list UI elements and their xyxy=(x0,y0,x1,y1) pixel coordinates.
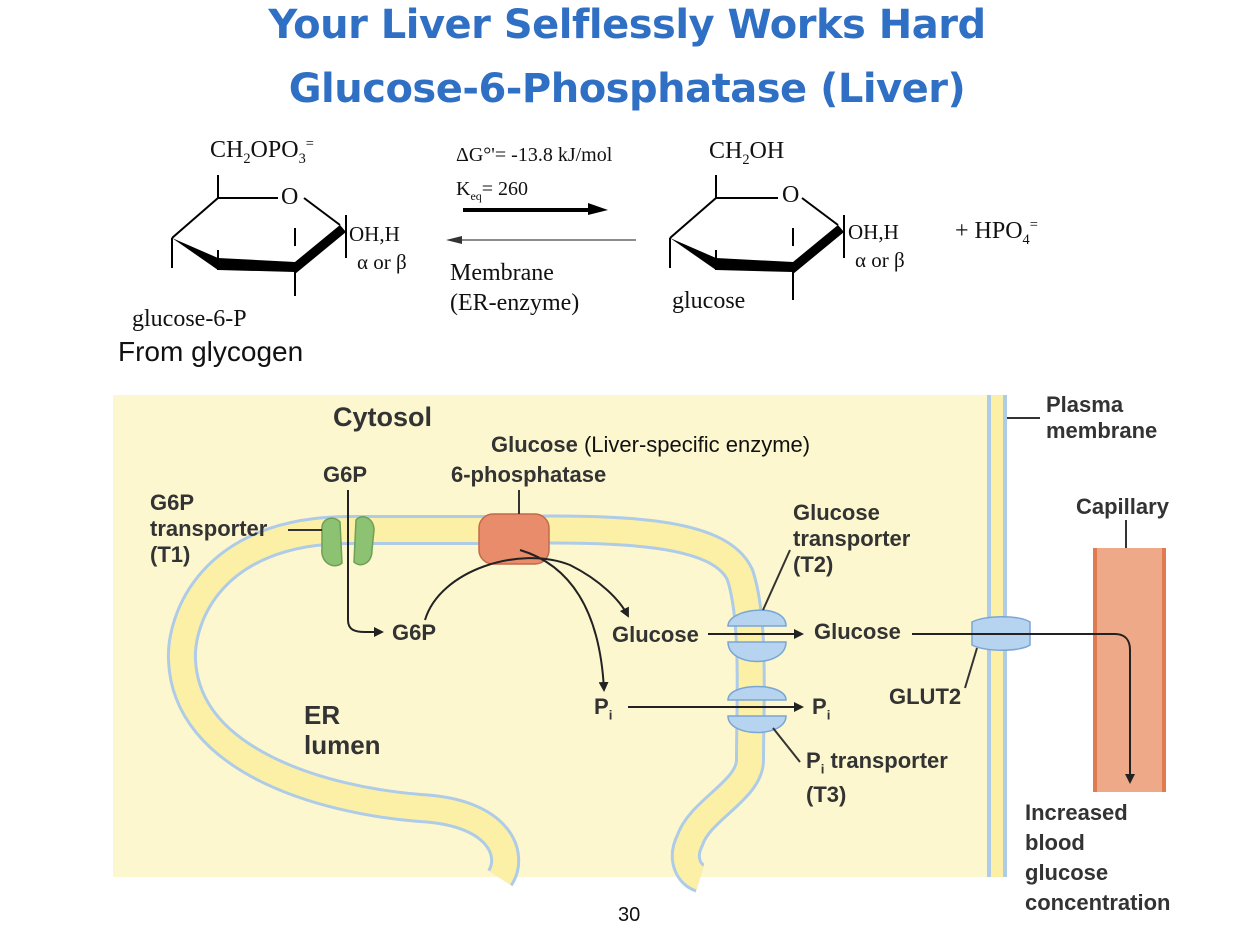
g6p-cytosol-label: G6P xyxy=(323,462,368,487)
membrane-note-2: (ER-enzyme) xyxy=(450,290,580,316)
glut2-label: GLUT2 xyxy=(889,684,962,709)
enzyme-note: (Liver-specific enzyme) xyxy=(583,432,811,457)
forward-arrow xyxy=(463,203,608,215)
pi-transporter-t3 xyxy=(727,685,801,763)
page-number: 30 xyxy=(618,904,641,926)
title-line-2: Glucose-6-Phosphatase (Liver) xyxy=(288,66,966,112)
product-anomeric: OH,H xyxy=(848,220,899,244)
reactant-group: CH2OPO3= xyxy=(210,136,314,167)
product-anomer-form: α or β xyxy=(855,248,905,272)
pi-cytosol-label: Pi xyxy=(812,694,831,723)
pi-transporter-label: Pi transporter(T3) xyxy=(806,748,948,808)
reverse-arrow xyxy=(446,236,636,244)
glucose-cytosol-label: Glucose xyxy=(814,619,901,644)
glucose-lumen-label: Glucose xyxy=(612,622,699,647)
cytosol-region xyxy=(113,395,996,877)
cytosol-label: Cytosol xyxy=(333,402,433,432)
reactant-name: glucose-6-P xyxy=(132,306,247,332)
title-line-1: Your Liver Selflessly Works Hard xyxy=(268,2,986,48)
glucose-6-p-ring xyxy=(171,175,347,296)
product-name: glucose xyxy=(672,288,746,314)
glucose-6-phosphatase-enzyme xyxy=(478,513,550,565)
glucose-ring xyxy=(669,175,845,300)
keq-label: Keq= 260 xyxy=(456,178,529,203)
reactant-ring-oxygen: O xyxy=(281,184,299,210)
capillary-label: Capillary xyxy=(1076,494,1169,519)
pi-lumen-label: Pi xyxy=(594,694,613,723)
flow-arrows xyxy=(347,490,1135,784)
enzyme-label: Glucose (Liver-specific enzyme) xyxy=(491,432,811,457)
product-group: CH2OH xyxy=(709,138,785,168)
membrane-note-1: Membrane xyxy=(450,260,554,286)
g6p-lumen-label: G6P xyxy=(392,620,437,645)
byproduct-phosphate: + HPO4= xyxy=(955,217,1038,248)
enzyme-label-2: 6-phosphatase xyxy=(451,462,607,487)
glucose-transporter-t2 xyxy=(727,549,791,663)
source-label: From glycogen xyxy=(118,336,304,367)
product-ring-oxygen: O xyxy=(782,182,800,208)
g6p-transporter-t1 xyxy=(288,516,375,567)
reactant-anomer-form: α or β xyxy=(357,250,407,274)
er-membrane xyxy=(166,514,766,893)
delta-g-label: ΔG°'= -13.8 kJ/mol xyxy=(456,144,613,166)
reactant-anomeric: OH,H xyxy=(349,222,400,246)
